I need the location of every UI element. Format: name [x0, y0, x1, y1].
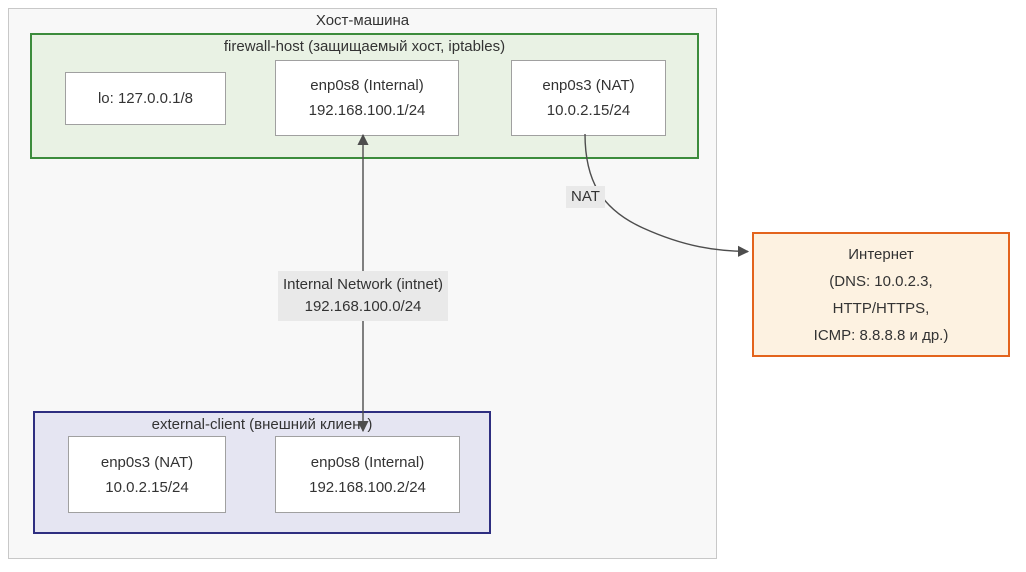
nat-edge-label: NAT	[566, 186, 605, 208]
firewall-enp0s3-ip: 10.0.2.15/24	[546, 102, 631, 119]
firewall-enp0s3-name: enp0s3 (NAT)	[542, 77, 635, 94]
client-enp0s8-name: enp0s8 (Internal)	[310, 453, 425, 471]
client-enp0s3-name: enp0s3 (NAT)	[100, 453, 194, 471]
internal-network-label-subnet: 192.168.100.0/24	[304, 298, 422, 315]
client-enp0s3-node: enp0s3 (NAT) 10.0.2.15/24	[68, 436, 226, 513]
internet-dns-line: (DNS: 10.0.2.3,	[829, 272, 933, 290]
external-client-group: external-client (внешний клиент) enp0s3 …	[33, 411, 491, 534]
lo-interface-label: lo: 127.0.0.1/8	[97, 90, 194, 107]
host-machine-group: Хост-машина firewall-host (защищаемый хо…	[8, 8, 717, 559]
lo-interface-node: lo: 127.0.0.1/8	[65, 72, 226, 125]
internet-title: Интернет	[848, 245, 914, 263]
firewall-host-group: firewall-host (защищаемый хост, iptables…	[30, 33, 699, 159]
client-enp0s8-node: enp0s8 (Internal) 192.168.100.2/24	[275, 436, 460, 513]
internet-http-line: HTTP/HTTPS,	[832, 299, 930, 317]
internet-node: Интернет (DNS: 10.0.2.3, HTTP/HTTPS, ICM…	[752, 232, 1010, 357]
internet-icmp-line: ICMP: 8.8.8.8 и др.)	[813, 326, 949, 344]
host-machine-title: Хост-машина	[315, 12, 410, 29]
internal-network-edge-label: Internal Network (intnet) 192.168.100.0/…	[278, 271, 448, 321]
client-enp0s3-ip: 10.0.2.15/24	[105, 478, 189, 496]
firewall-enp0s8-node: enp0s8 (Internal) 192.168.100.1/24	[275, 60, 459, 136]
firewall-enp0s8-name: enp0s8 (Internal)	[310, 77, 424, 94]
firewall-enp0s8-ip: 192.168.100.1/24	[308, 102, 426, 119]
client-enp0s8-ip: 192.168.100.2/24	[309, 478, 426, 496]
internal-network-label-name: Internal Network (intnet)	[282, 276, 444, 293]
firewall-enp0s3-node: enp0s3 (NAT) 10.0.2.15/24	[511, 60, 666, 136]
firewall-host-title: firewall-host (защищаемый хост, iptables…	[223, 38, 506, 55]
external-client-title: external-client (внешний клиент)	[151, 416, 373, 433]
